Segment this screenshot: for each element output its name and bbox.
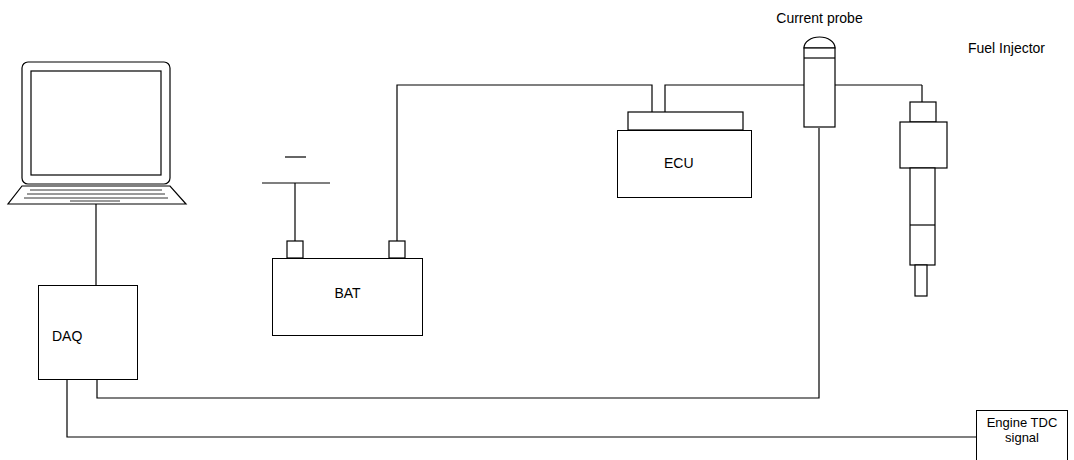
device-label: ECU (664, 155, 694, 171)
wire (67, 380, 976, 437)
wire (397, 85, 652, 258)
laptop-icon (8, 62, 186, 204)
device-label: Fuel Injector (968, 40, 1045, 56)
device-label: BAT (273, 285, 422, 301)
device-label: Engine TDC signal (981, 415, 1063, 445)
device-box: BAT (272, 258, 423, 336)
device-part: Fuel Injector (898, 85, 950, 298)
ground-symbol (262, 157, 330, 241)
device-box: ECU (617, 130, 752, 198)
battery-terminal (287, 241, 303, 258)
usb-cable (95, 204, 96, 285)
device-label: DAQ (52, 328, 82, 344)
device-label: Current probe (776, 10, 862, 26)
device-part: Current probe (803, 36, 836, 128)
ecu-connector (628, 112, 743, 130)
wire (97, 128, 819, 398)
device-box: DAQ (38, 285, 138, 380)
current-probe-symbol (803, 36, 836, 128)
injector-symbol (898, 85, 950, 298)
battery-terminal (389, 241, 405, 258)
device-box: Engine TDC signal (976, 410, 1068, 460)
